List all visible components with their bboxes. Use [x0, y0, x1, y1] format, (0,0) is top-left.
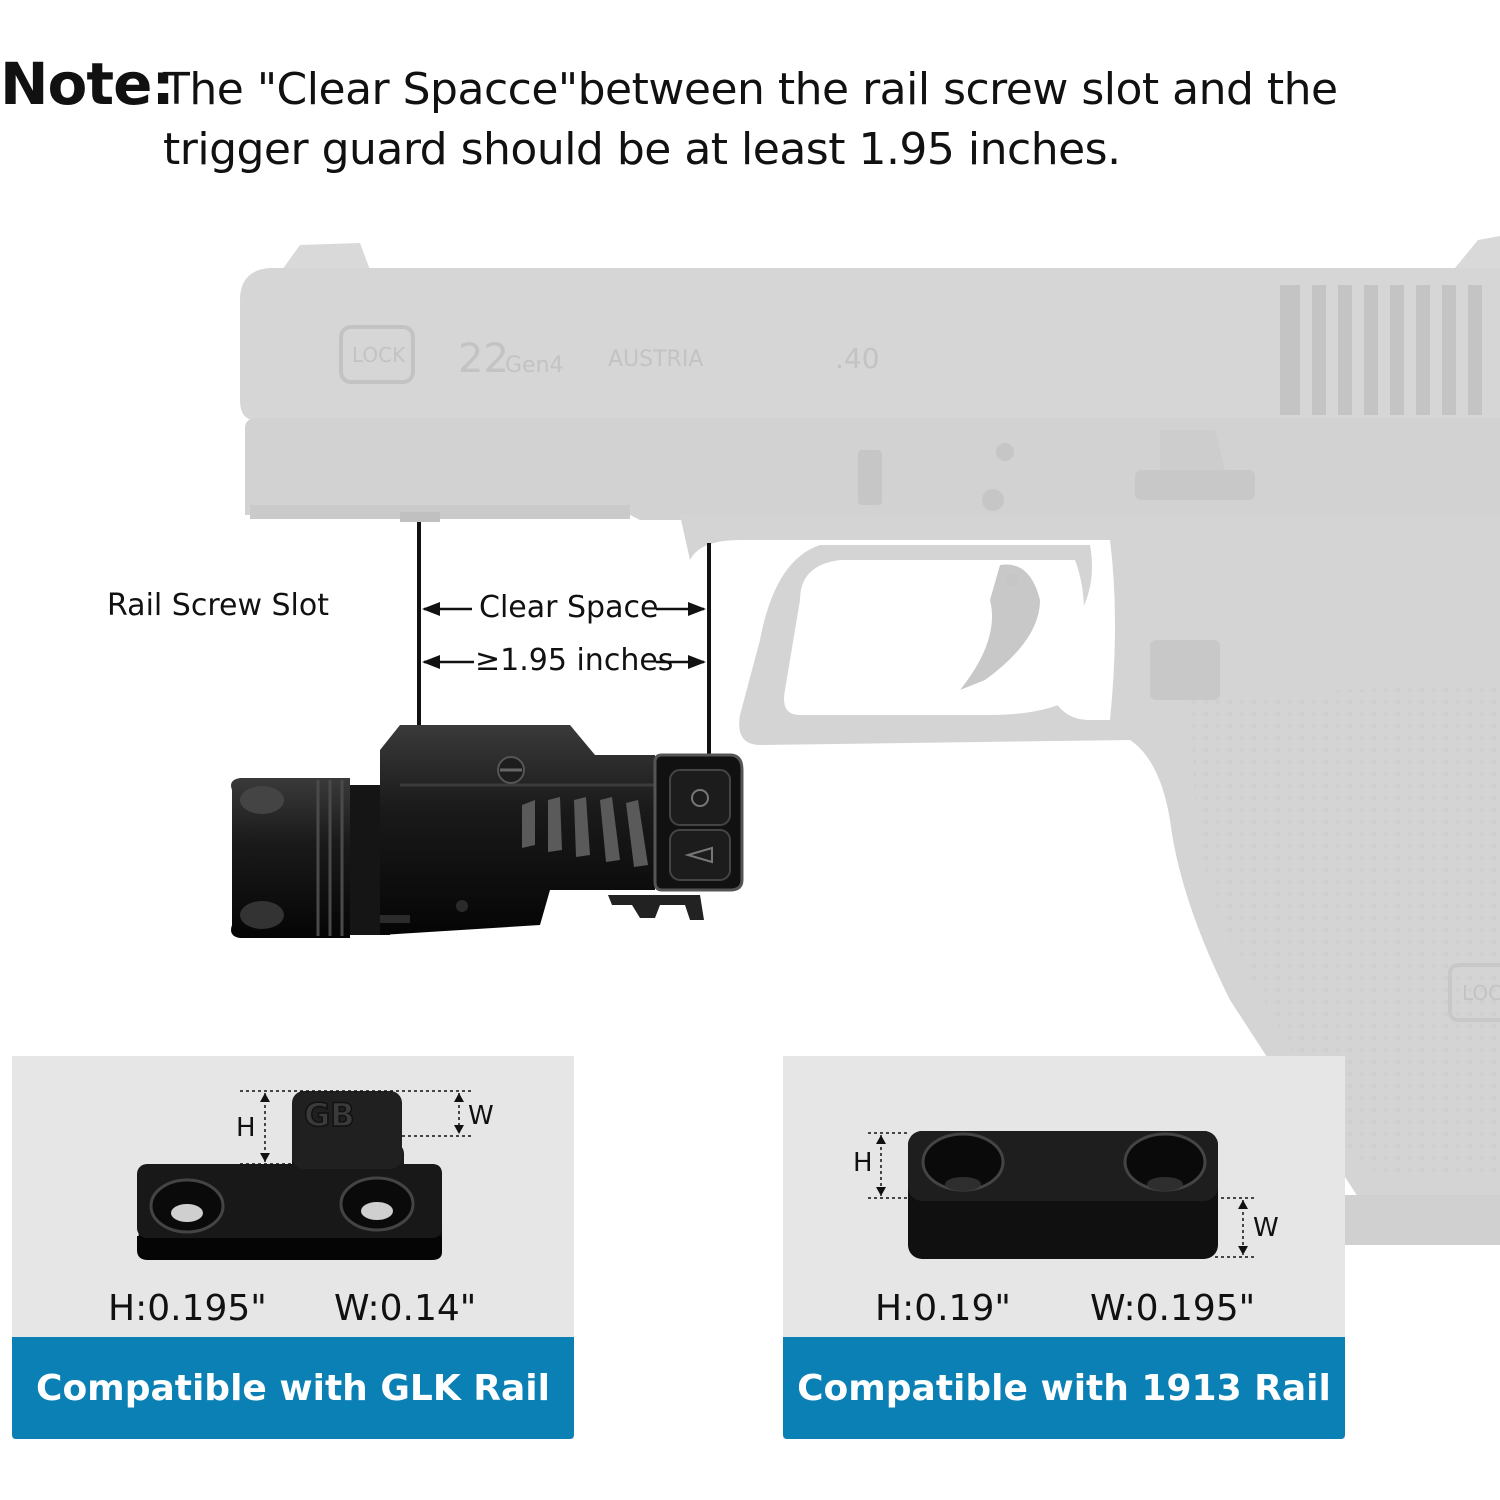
glk-rail-panel: GB H W H:0.195" W:0.14" Compatible with … — [12, 1056, 574, 1439]
picatinny-compatibility-banner: Compatible with 1913 Rail — [783, 1337, 1345, 1439]
slide-model-engraving: 22 — [458, 336, 509, 382]
picatinny-height-value: H:0.19" — [875, 1288, 1011, 1329]
grip-emblem-engraving: LOC — [1462, 981, 1500, 1005]
glk-rail-adapter: GB — [137, 1090, 472, 1260]
weapon-light — [231, 725, 744, 938]
glk-height-value: H:0.195" — [108, 1288, 267, 1329]
min-distance-label: ≥1.95 inches — [475, 643, 674, 678]
clear-space-dimension — [417, 522, 711, 760]
clear-space-label: Clear Space — [479, 590, 659, 625]
note-text: The "Clear Spacce"between the rail screw… — [163, 64, 1338, 175]
rail-screw-slot-label: Rail Screw Slot — [107, 588, 330, 623]
picatinny-width-marker: W — [1253, 1213, 1279, 1243]
glk-height-marker: H — [236, 1113, 256, 1143]
slide-caliber-engraving: .40 — [835, 342, 880, 375]
picatinny-height-marker: H — [853, 1148, 873, 1178]
glk-width-marker: W — [468, 1101, 494, 1131]
picatinny-rail-panel: H W H:0.19" W:0.195" Compatible with 191… — [783, 1056, 1345, 1439]
glk-compatibility-banner: Compatible with GLK Rail — [12, 1337, 574, 1439]
slide-brand-engraving: LOCK — [352, 343, 406, 367]
gb-logo: GB — [304, 1096, 355, 1134]
picatinny-rail-adapter — [868, 1131, 1255, 1259]
picatinny-width-value: W:0.195" — [1090, 1288, 1256, 1329]
slide-origin-engraving: AUSTRIA — [608, 347, 703, 372]
slide-generation-engraving: Gen4 — [505, 353, 564, 378]
glk-width-value: W:0.14" — [334, 1288, 477, 1329]
note-label: Note: — [0, 50, 175, 118]
